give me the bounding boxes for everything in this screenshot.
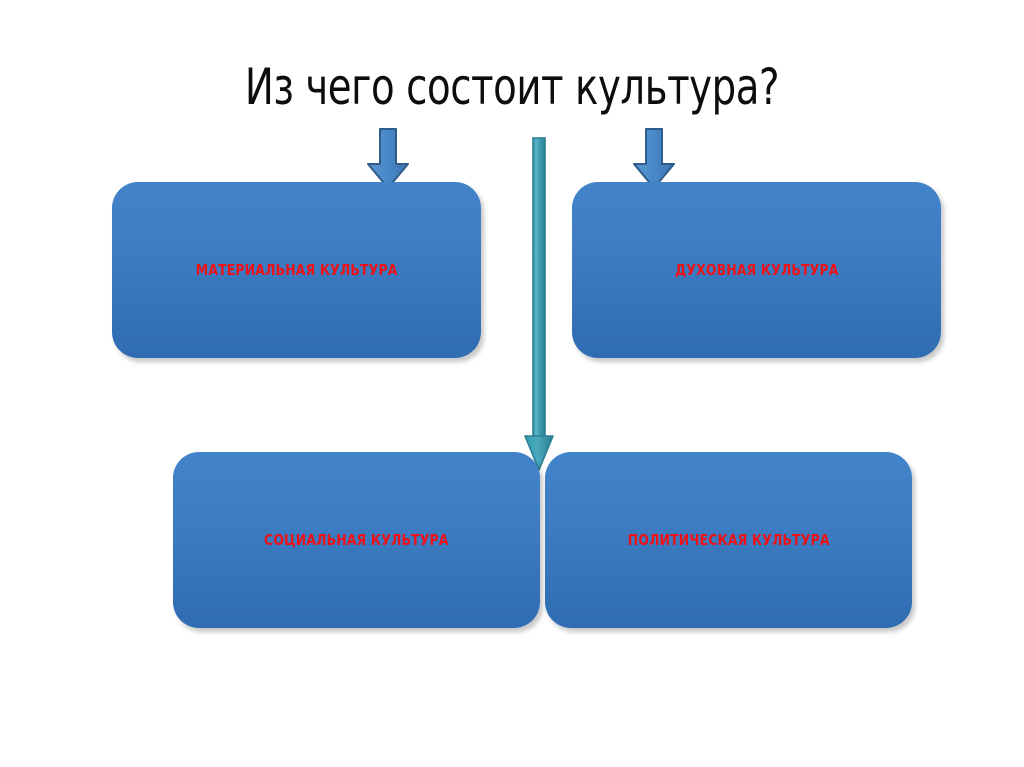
concept-box-label: МАТЕРИАЛЬНАЯ КУЛЬТУРА [195, 261, 398, 279]
arrow-down-icon [366, 128, 410, 190]
concept-box-label: ПОЛИТИЧЕСКАЯ КУЛЬТУРА [627, 531, 830, 549]
arrow-down-long-icon [513, 136, 565, 476]
concept-box-material-culture[interactable]: МАТЕРИАЛЬНАЯ КУЛЬТУРА [112, 182, 481, 358]
concept-box-political-culture[interactable]: ПОЛИТИЧЕСКАЯ КУЛЬТУРА [545, 452, 912, 628]
concept-box-label: СОЦИАЛЬНАЯ КУЛЬТУРА [264, 531, 449, 549]
arrow-down-icon [632, 128, 676, 190]
concept-box-label: ДУХОВНАЯ КУЛЬТУРА [674, 261, 839, 279]
page-title: Из чего состоит культура? [244, 58, 780, 116]
concept-box-spiritual-culture[interactable]: ДУХОВНАЯ КУЛЬТУРА [572, 182, 941, 358]
concept-box-social-culture[interactable]: СОЦИАЛЬНАЯ КУЛЬТУРА [173, 452, 540, 628]
